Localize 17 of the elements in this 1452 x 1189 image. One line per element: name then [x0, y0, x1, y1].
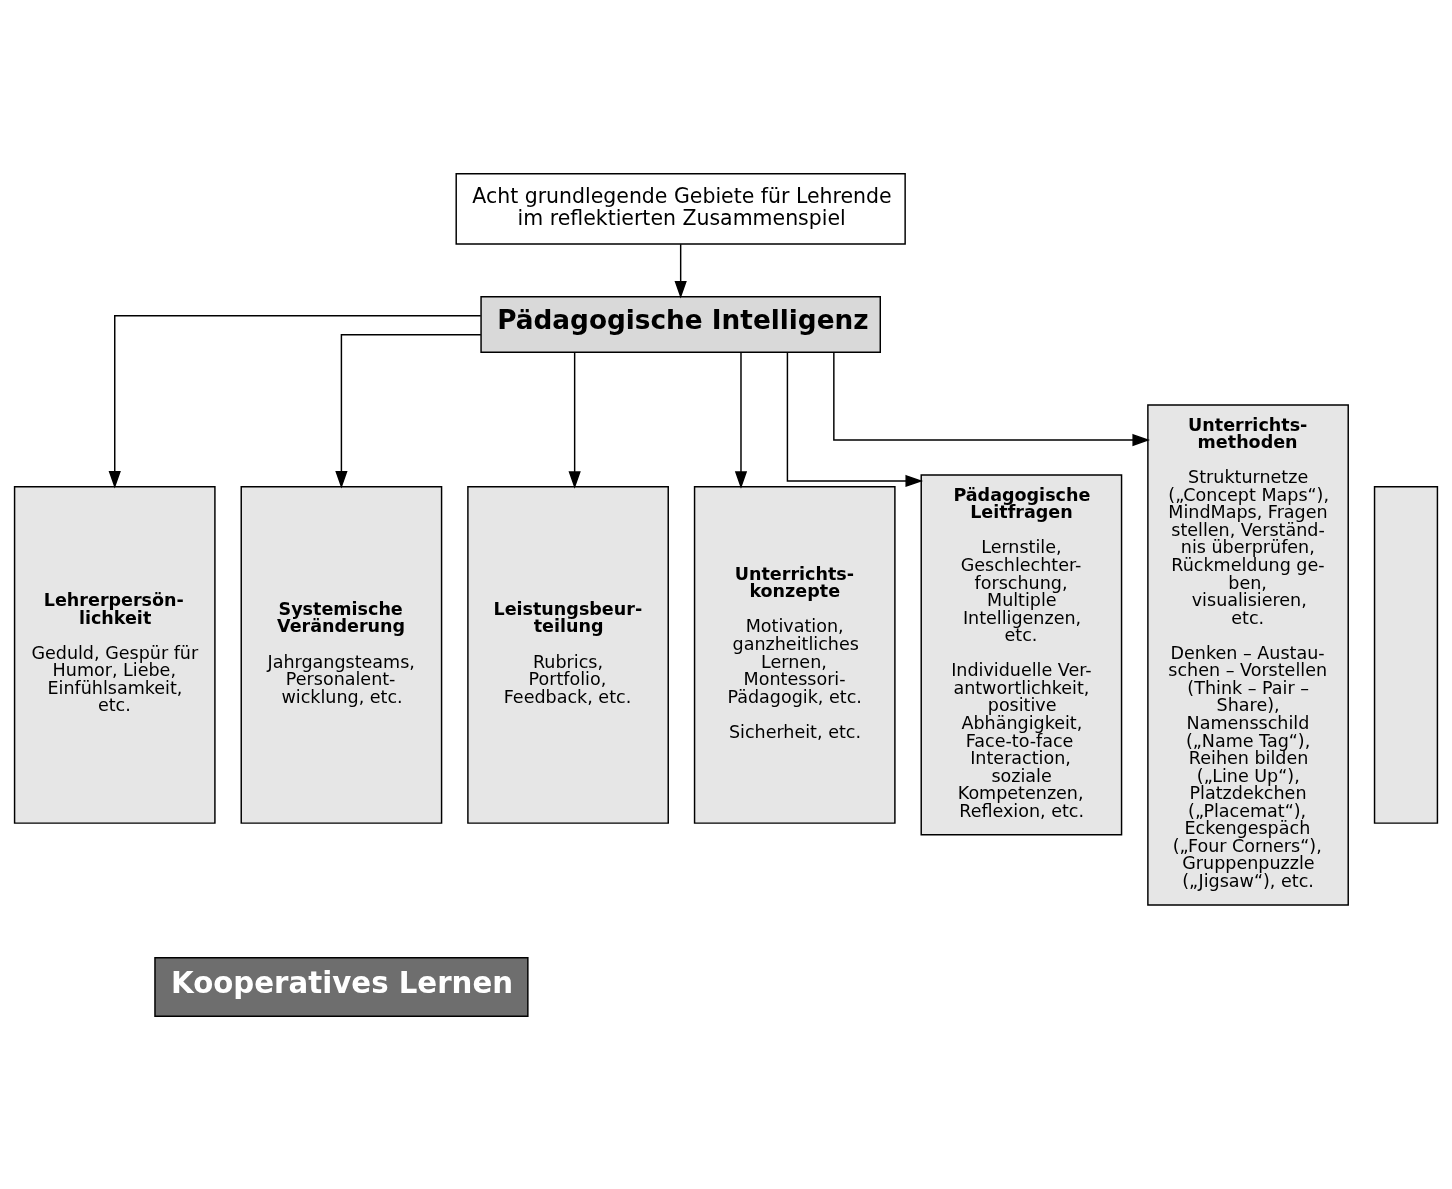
node-box: Acht grundlegende Gebiete für Lehrende im reflektierten Zusammenspiel [455, 172, 906, 245]
node-box [1373, 485, 1439, 824]
node-box: Leistungsbeur- teilung Rubrics, Portfolio, Feedback, etc. [467, 485, 669, 824]
arrow [674, 243, 687, 299]
node-box: Lehrerpersön- lichkeit Geduld, Gespür für Humor, Liebe, Einfühlsamkeit, etc. [13, 485, 216, 824]
arrow [108, 314, 482, 489]
node-box: Pädagogische Intelligenz [480, 295, 881, 353]
arrow [568, 351, 581, 489]
node-box: Unterrichts- methoden Strukturnetze („Concept Maps“), MindMaps, Fragen stellen, Verständ- nis überprüfen, Rückmeldung ge- ben, visualisieren, etc. Denken – Austau- schen – Vorstellen (Think – Pair – Share), Namensschild („Name Tag“), Reihen bilden („Line Up“), Platzdekchen („Placemat“), Eckengespäch („Four Corners“), Gruppenpuzzle („Jigsaw“), etc. [1147, 403, 1349, 906]
arrow [833, 351, 1150, 446]
arrow [786, 351, 923, 487]
arrow [335, 333, 482, 489]
node-box: Kooperatives Lernen [154, 956, 529, 1017]
node-box: Unterrichts- konzepte Motivation, ganzheitliches Lernen, Montessori- Pädagogik, etc. Sicherheit, etc. [693, 485, 896, 824]
node-box: Pädagogische Leitfragen Lernstile, Geschlechter- forschung, Multiple Intelligenzen, etc. Individuelle Ver- antwortlichkeit, positive Abhängigkeit, Face-to-face Interaction, soziale Kompetenzen, Reflexion, etc. [920, 473, 1123, 836]
arrow [734, 351, 748, 489]
node-box: Systemische Veränderung Jahrgangsteams, Personalent- wicklung, etc. [240, 485, 443, 824]
